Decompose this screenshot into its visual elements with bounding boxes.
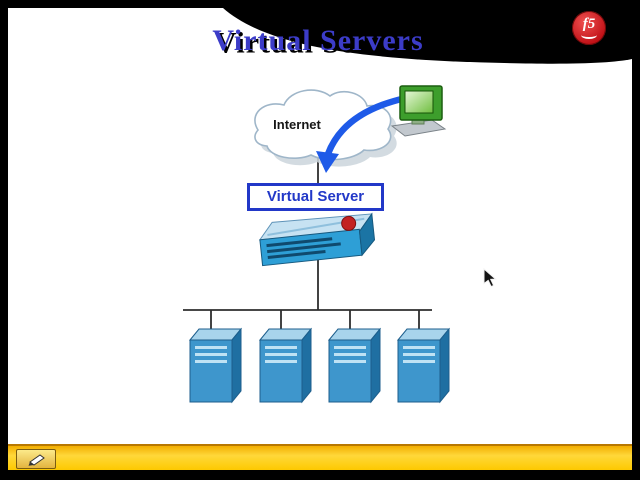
client-arrow-icon [316,94,410,173]
f5-ball-icon [341,215,357,231]
f5-logo-text: f5 [582,15,596,32]
corner-swoosh-shape [223,8,632,64]
slide-canvas[interactable]: Virtual Servers f5 Internet Virtual Serv… [8,8,632,470]
network-diagram [183,8,632,404]
f5-logo-icon: f5 [572,11,606,45]
server-tower-icon [327,327,382,404]
bottom-bar [8,444,632,470]
server-tower-icon [188,327,243,404]
slide-title: Virtual Servers [212,24,424,57]
mouse-cursor [483,268,497,288]
f5-logo-swoosh [581,31,597,39]
virtual-server-box: Virtual Server [247,183,384,211]
bigip-device-icon [258,212,376,267]
server-tower-icon [258,327,313,404]
pen-icon [28,454,45,466]
server-tower-icon [396,327,451,404]
pen-tool-button[interactable] [16,449,56,469]
internet-label: Internet [273,117,321,132]
computer-icon [390,85,447,137]
